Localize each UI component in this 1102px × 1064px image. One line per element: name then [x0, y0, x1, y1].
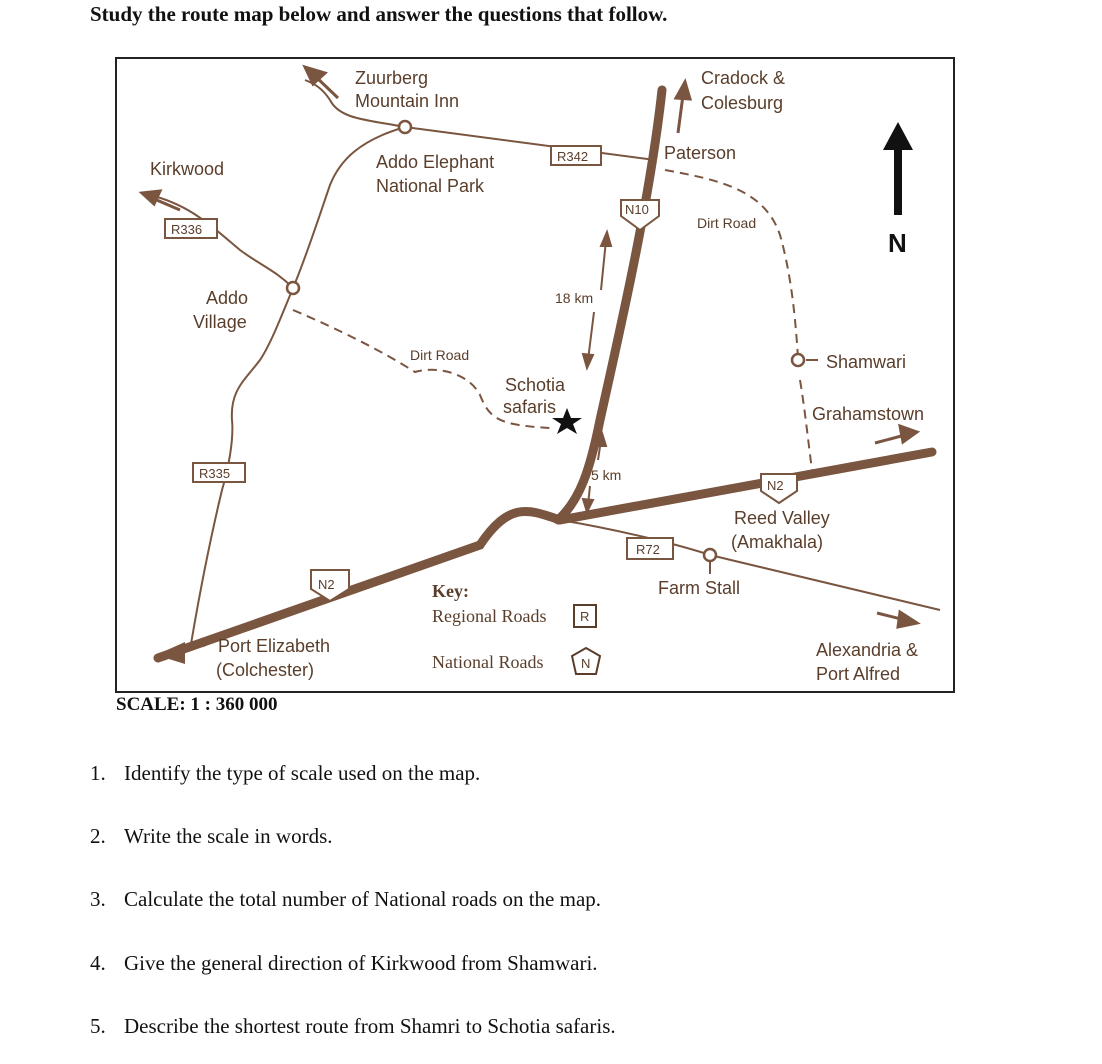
road-zuurberg-addo — [292, 126, 406, 289]
label-reed-valley-1: Reed Valley — [734, 508, 830, 528]
label-shamwari: Shamwari — [826, 352, 906, 372]
key-national-symbol — [570, 646, 602, 675]
dirt-road-shamwari — [664, 169, 799, 359]
label-addo-park-2: National Park — [376, 176, 485, 196]
question-5: 5. Describe the shortest route from Shamr… — [90, 1014, 616, 1039]
shield-r72 — [626, 537, 674, 560]
question-4: 4. Give the general direction of Kirkwood… — [90, 951, 598, 976]
label-alexandria-2: Port Alfred — [816, 664, 900, 684]
label-addo-village-1: Addo — [206, 288, 248, 308]
arrow-port-elizabeth-line — [171, 643, 206, 654]
label-dirt-road-east: Dirt Road — [697, 215, 756, 231]
road-r335 — [189, 287, 294, 651]
question-4-number: 4. — [90, 951, 106, 975]
distance-18km-lower-head — [581, 352, 595, 371]
label-reed-valley-2: (Amakhala) — [731, 532, 823, 552]
question-3-number: 3. — [90, 887, 106, 911]
north-arrow — [883, 122, 913, 215]
shield-r342 — [550, 145, 602, 166]
shield-r335-label: R335 — [199, 466, 230, 481]
dirt-road-grahamstown — [799, 379, 813, 471]
instruction-heading: Study the route map below and answer the… — [90, 2, 668, 26]
label-zuurberg-2: Mountain Inn — [355, 91, 459, 111]
key-title: Key: — [432, 581, 469, 601]
distance-18km-upper — [600, 239, 607, 291]
key-regional-label: Regional Roads — [432, 606, 547, 626]
question-3: 3. Calculate the total number of National… — [90, 887, 601, 912]
shield-n2-west — [310, 569, 350, 603]
shield-r335 — [192, 462, 246, 483]
label-kirkwood: Kirkwood — [150, 159, 224, 179]
label-cradock-1: Cradock & — [701, 68, 785, 88]
label-port-elizabeth-2: (Colchester) — [216, 660, 314, 680]
arrow-port-elizabeth — [156, 642, 185, 664]
label-schotia-2: safaris — [503, 397, 556, 417]
key-regional-symbol — [573, 604, 597, 628]
arrow-grahamstown-head — [898, 423, 921, 445]
shield-n2-east-label: N2 — [767, 478, 784, 493]
label-grahamstown: Grahamstown — [812, 404, 924, 424]
label-distance-5km: 5 km — [591, 467, 621, 483]
shield-n2-east — [760, 473, 798, 505]
node-shamwari — [790, 352, 806, 368]
question-2: 2. Write the scale in words. — [90, 824, 333, 849]
road-r342 — [404, 126, 656, 161]
road-n2 — [153, 447, 937, 663]
arrow-alexandria-head — [896, 609, 921, 629]
distance-18km-upper-head — [599, 229, 613, 247]
question-1-number: 1. — [90, 761, 106, 785]
label-dirt-road-west: Dirt Road — [410, 347, 469, 363]
star-schotia-safaris — [552, 408, 582, 434]
shield-r342-label: R342 — [557, 149, 588, 164]
label-addo-village-2: Village — [193, 312, 247, 332]
distance-5km-lower-head — [581, 497, 595, 515]
shield-r336-label: R336 — [171, 222, 202, 237]
shield-r72-label: R72 — [636, 542, 660, 557]
arrow-kirkwood-head — [138, 189, 163, 207]
shield-n2-west-label: N2 — [318, 577, 335, 592]
label-alexandria-1: Alexandria & — [816, 640, 918, 660]
shield-n10 — [620, 199, 660, 232]
question-1: 1. Identify the type of scale used on the… — [90, 761, 480, 786]
arrow-grahamstown-line — [874, 433, 906, 445]
road-n10 — [553, 85, 667, 525]
label-port-elizabeth-1: Port Elizabeth — [218, 636, 330, 656]
key-regional-symbol-label: R — [580, 609, 589, 624]
node-zuurberg — [397, 119, 413, 135]
map-scale: SCALE: 1 : 360 000 — [116, 694, 278, 715]
north-label: N — [888, 228, 907, 258]
question-2-number: 2. — [90, 824, 106, 848]
label-cradock-2: Colesburg — [701, 93, 783, 113]
question-5-number: 5. — [90, 1014, 106, 1038]
distance-18km-lower — [587, 311, 595, 361]
question-2-text: Write the scale in words. — [124, 824, 333, 848]
key-national-symbol-label: N — [581, 656, 590, 671]
shield-n10-label: N10 — [625, 202, 649, 217]
label-distance-18km: 18 km — [555, 290, 593, 306]
arrow-cradock-line — [676, 94, 685, 134]
shield-r336 — [164, 218, 218, 239]
road-r336 — [149, 194, 294, 289]
arrow-zuurberg-head — [302, 64, 328, 87]
label-schotia-1: Schotia — [505, 375, 566, 395]
node-addo-village — [285, 280, 301, 296]
label-addo-park-1: Addo Elephant — [376, 152, 494, 172]
label-farm-stall: Farm Stall — [658, 578, 740, 598]
map-border — [115, 57, 955, 693]
question-3-text: Calculate the total number of National r… — [124, 887, 602, 911]
node-farm-stall — [702, 547, 718, 563]
question-5-text: Describe the shortest route from Shamri … — [124, 1014, 616, 1038]
key-national-label: National Roads — [432, 652, 543, 672]
distance-5km-upper-head — [594, 430, 608, 447]
question-1-text: Identify the type of scale used on the m… — [124, 761, 481, 785]
arrow-cradock-head — [673, 78, 693, 101]
label-zuurberg-1: Zuurberg — [355, 68, 428, 88]
question-4-text: Give the general direction of Kirkwood f… — [124, 951, 598, 975]
label-paterson: Paterson — [664, 143, 736, 163]
dirt-road-schotia — [292, 309, 551, 429]
route-map: N R342 R336 R335 R72 N10 N2 N2 Zuurberg … — [115, 57, 955, 693]
